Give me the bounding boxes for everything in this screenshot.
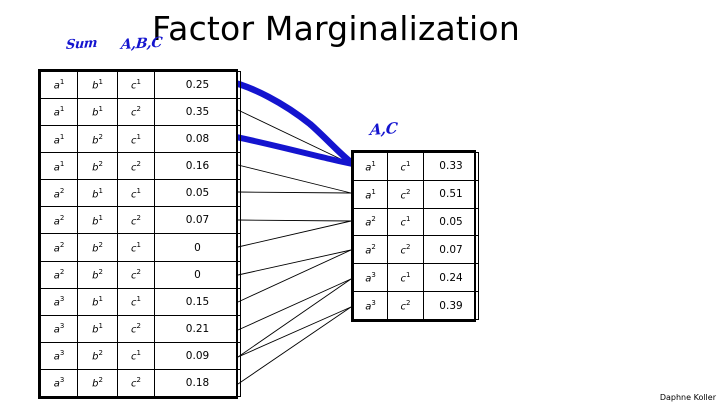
cell-b: b1 [77,70,118,100]
cell-value: 0.51 [423,179,479,209]
cell-c: c1 [387,152,424,181]
cell-value: 0.07 [154,206,241,235]
cell-value: 0.33 [423,152,479,181]
cell-c: c1 [117,233,155,262]
cell-c: c1 [387,207,424,237]
cell-c: c1 [117,125,155,154]
page-title: Factor Marginalization [152,9,520,48]
cell-a: a1 [40,98,78,127]
ink-annotation-scope-abc: A,B,C [120,34,163,54]
cell-value: 0.25 [154,70,241,100]
cell-c: c2 [117,368,155,398]
cell-c: c2 [117,314,155,343]
cell-value: 0.07 [423,235,479,265]
cell-a: a2 [40,206,78,235]
cell-a: a1 [353,179,388,209]
ink-annotation-scope-ac: A,C [369,119,398,140]
cell-a: a3 [40,368,78,398]
cell-c: c1 [117,70,155,100]
cell-a: a3 [353,263,388,293]
cell-a: a3 [40,341,78,370]
cell-b: b2 [77,125,118,154]
cell-value: 0.35 [154,98,241,127]
cell-b: b1 [77,206,118,235]
cell-a: a3 [40,287,78,316]
cell-value: 0.18 [154,368,241,398]
cell-value: 0.09 [154,341,241,370]
cell-b: b1 [77,179,118,208]
cell-a: a1 [353,152,388,181]
cell-c: c2 [387,179,424,209]
cell-value: 0.39 [423,291,479,320]
author-watermark: Daphne Koller [659,393,716,402]
cell-value: 0 [154,233,241,262]
cell-value: 0.05 [423,207,479,237]
cell-c: c2 [387,235,424,265]
cell-a: a1 [40,152,78,181]
cell-a: a2 [353,235,388,265]
cell-b: b2 [77,341,118,370]
cell-c: c1 [117,341,155,370]
cell-value: 0.15 [154,287,241,316]
cell-a: a2 [40,179,78,208]
cell-c: c2 [117,152,155,181]
cell-b: b2 [77,260,118,289]
ink-annotation-sum: Sum [65,35,98,54]
cell-c: c1 [387,263,424,293]
cell-a: a2 [353,207,388,237]
cell-c: c1 [117,179,155,208]
cell-value: 0.05 [154,179,241,208]
cell-c: c2 [117,206,155,235]
cell-value: 0.21 [154,314,241,343]
cell-c: c2 [117,98,155,127]
cell-b: b1 [77,314,118,343]
cell-value: 0.24 [423,263,479,293]
cell-a: a2 [40,260,78,289]
cell-value: 0.08 [154,125,241,154]
cell-a: a3 [353,291,388,320]
cell-a: a1 [40,125,78,154]
cell-c: c2 [387,291,424,320]
cell-a: a2 [40,233,78,262]
cell-b: b2 [77,152,118,181]
cell-b: b1 [77,98,118,127]
cell-a: a1 [40,70,78,100]
cell-c: c2 [117,260,155,289]
cell-b: b2 [77,233,118,262]
cell-value: 0.16 [154,152,241,181]
cell-b: b2 [77,368,118,398]
cell-b: b1 [77,287,118,316]
cell-a: a3 [40,314,78,343]
cell-value: 0 [154,260,241,289]
cell-c: c1 [117,287,155,316]
